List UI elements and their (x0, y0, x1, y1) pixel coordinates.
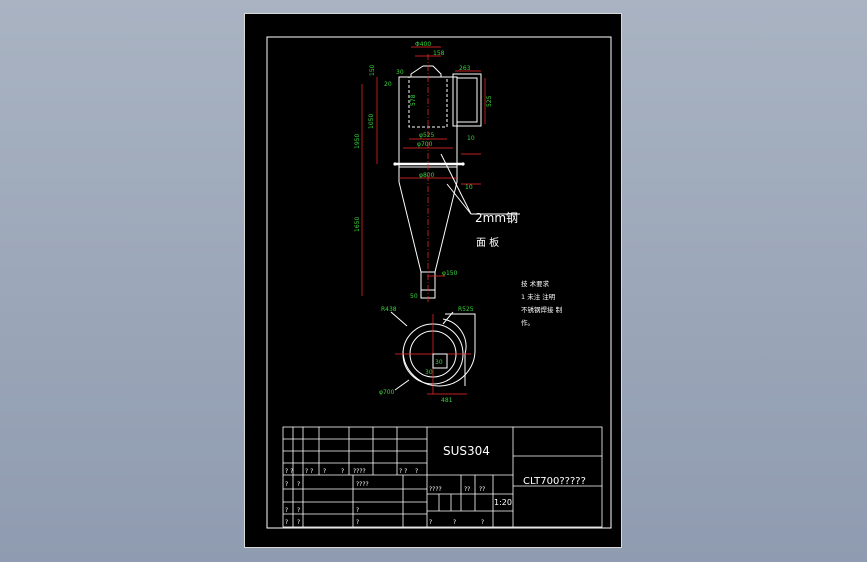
dim-r525: R525 (458, 306, 474, 313)
tb-r1-c3: ? (323, 468, 326, 475)
cyclone-elevation: Φ400 158 263 150 30 20 1050 1950 578 525… (354, 41, 520, 304)
title-drawing-name: CLT700????? (523, 476, 586, 487)
tb-r4-c6: ? (481, 519, 484, 526)
leader-steel-2 (446, 183, 472, 215)
dim-d30c: 30 (435, 359, 443, 366)
note-line-1: 技 术要求 (521, 279, 550, 288)
leader-steel (440, 153, 472, 215)
dim-d400: Φ400 (415, 41, 431, 48)
annotation-steel-plate: 2mm钢 (475, 211, 518, 225)
dim-d50: 50 (410, 293, 418, 300)
dim-d30d: 30 (425, 369, 433, 376)
volute-outer (402, 313, 476, 387)
tb-r4-c2: ? (297, 519, 300, 526)
inlet-box (452, 73, 482, 127)
dim-d578: 578 (410, 94, 417, 106)
drawing-sheet: Φ400 158 263 150 30 20 1050 1950 578 525… (244, 13, 622, 548)
tb-r2b-c2: ?? (464, 486, 470, 493)
dim-d1650: 1650 (354, 217, 361, 232)
flange-bolt-right (461, 162, 465, 166)
tb-r1-c7: ? (415, 468, 418, 475)
dim-phi525: φ525 (419, 132, 435, 139)
dim-d30: 30 (396, 69, 404, 76)
dim-d481: 481 (441, 397, 453, 404)
dim-d150-top: 150 (369, 64, 376, 76)
title-material: SUS304 (443, 444, 490, 458)
cad-drawing: Φ400 158 263 150 30 20 1050 1950 578 525… (266, 36, 612, 529)
tb-r3-c2: ? (297, 507, 300, 514)
dim-d158: 158 (433, 50, 445, 57)
inner-pipe (408, 76, 448, 128)
dim-d263: 263 (459, 65, 471, 72)
tb-r1-c1: ? ? (285, 468, 293, 475)
tb-r1-c5: ???? (353, 468, 366, 475)
tb-r2-c3: ???? (356, 481, 369, 488)
tb-r2-c1: ? (285, 481, 288, 488)
tb-r4-c1: ? (285, 519, 288, 526)
leader-r525 (442, 311, 454, 325)
tb-r1-c6: ? ? (399, 468, 407, 475)
note-line-4: 作。 (521, 318, 534, 327)
dim-d10a: 10 (467, 135, 475, 142)
dim-phi700: φ700 (417, 141, 433, 148)
tb-r2-c2: ? (297, 481, 300, 488)
flange-bolt-left (393, 162, 397, 166)
annotation-panel: 面 板 (476, 236, 499, 249)
dim-phi700b: φ700 (379, 389, 395, 396)
tb-r2b-c1: ???? (429, 486, 442, 493)
tb-r1-c4: ? (341, 468, 344, 475)
dim-r438: R438 (381, 306, 397, 313)
outlet-cone (410, 65, 442, 78)
dim-d20: 20 (384, 81, 392, 88)
leader-r438 (390, 311, 408, 327)
dim-phi800: φ800 (419, 172, 435, 179)
title-block-frame (282, 426, 603, 528)
tb-r2b-c3: ?? (479, 486, 485, 493)
cyclone-plan: R438 R525 30 30 φ700 481 (379, 306, 476, 404)
tb-r4-c4: ? (429, 519, 432, 526)
tb-r1-c2: ? ? (305, 468, 313, 475)
tb-r3-c3: ? (356, 507, 359, 514)
plan-outlet-square (432, 353, 448, 369)
tb-r3-c1: ? (285, 507, 288, 514)
tb-r4-c3: ? (356, 519, 359, 526)
dim-d1050: 1050 (368, 114, 375, 129)
title-scale: 1:20 (494, 498, 512, 507)
tb-r4-c5: ? (453, 519, 456, 526)
volute-mid (442, 318, 467, 386)
title-block: SUS304 CLT700????? 1:20 ? ? ? ? ? ? ????… (282, 426, 603, 528)
dim-d1950: 1950 (354, 134, 361, 149)
leader-phi700 (394, 379, 410, 391)
dim-phi150: φ150 (442, 270, 458, 277)
inlet-box-inner (456, 77, 478, 123)
dim-d525: 525 (486, 95, 493, 107)
technical-notes: 技 术要求 1 未注 注明 不锈钢焊接 制 作。 (521, 279, 563, 327)
inner-frame (266, 36, 612, 529)
note-line-3: 不锈钢焊接 制 (521, 305, 563, 314)
note-line-2: 1 未注 注明 (521, 292, 556, 301)
dim-d10b: 10 (465, 184, 473, 191)
